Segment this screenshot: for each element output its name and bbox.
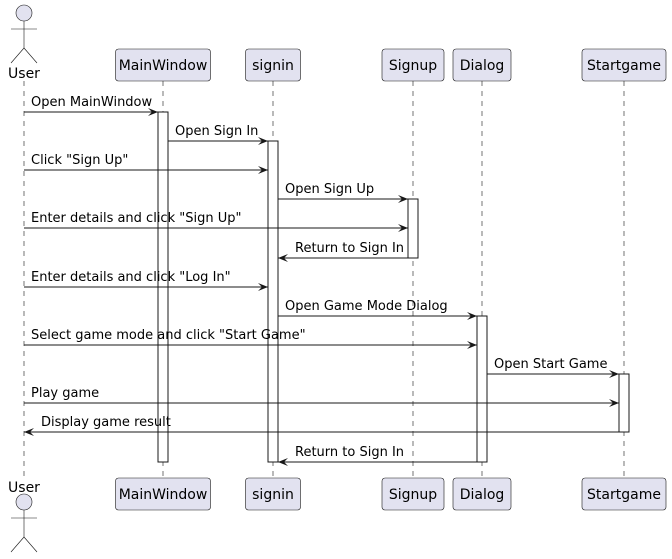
participant-label: Dialog [460,58,505,74]
activation-bar-startgame [618,373,630,433]
actor-label: User [8,480,40,496]
participant-label: Startgame [587,58,661,74]
message-label: Play game [31,386,99,401]
message-13: Return to Sign In [278,445,477,466]
message-7: Enter details and click "Log In" [24,270,268,291]
participant-dialog-bottom: Dialog [452,477,512,511]
participant-box [581,48,667,82]
participant-label: Dialog [460,487,505,503]
message-1: Open MainWindow [24,95,158,116]
message-8: Open Game Mode Dialog [278,299,477,320]
participant-label: signin [252,58,294,74]
participant-label: MainWindow [119,487,208,503]
message-6: Return to Sign In [278,241,408,262]
message-label: Open Sign Up [285,182,374,197]
activation-bar-signin [267,140,279,463]
message-arrowhead [609,399,619,407]
actor-stick-figure-icon [10,493,38,553]
message-label: Open Start Game [494,357,607,372]
actor-user-top: User [8,4,40,82]
participant-box [581,477,667,511]
participant-signup-bottom: Signup [381,477,445,511]
participant-label: Signup [389,58,437,74]
participant-box [452,48,512,82]
message-arrowhead [278,254,288,262]
message-arrowhead [24,428,34,436]
message-label: Select game mode and click "Start Game" [31,328,306,343]
message-label: Open Sign In [175,124,258,139]
participant-signup-top: Signup [381,48,445,82]
message-arrowhead [398,224,408,232]
message-label: Open MainWindow [31,95,153,110]
participant-box [245,477,301,511]
participant-box [381,477,445,511]
participant-box [115,477,211,511]
message-2: Open Sign In [168,124,268,145]
message-arrowhead [258,283,268,291]
message-label: Return to Sign In [295,241,404,256]
actor-user-bottom: User [8,480,40,553]
participant-box [115,48,211,82]
participant-box [452,477,512,511]
message-arrowhead [467,312,477,320]
message-12: Display game result [24,415,619,436]
activation-bar-signup [407,198,419,259]
actor-label: User [8,66,40,82]
message-9: Select game mode and click "Start Game" [24,328,477,349]
participant-label: Startgame [587,487,661,503]
participant-box [245,48,301,82]
message-arrowhead [278,458,288,466]
participant-mainwindow-bottom: MainWindow [115,477,211,511]
message-10: Open Start Game [487,357,619,378]
message-arrowhead [148,108,158,116]
message-label: Click "Sign Up" [31,153,128,168]
message-arrowhead [258,166,268,174]
participant-mainwindow-top: MainWindow [115,48,211,82]
message-arrowhead [258,137,268,145]
participant-signin-bottom: signin [245,477,301,511]
message-4: Open Sign Up [278,182,408,203]
message-label: Return to Sign In [295,445,404,460]
message-arrowhead [609,370,619,378]
participant-startgame-bottom: Startgame [581,477,667,511]
activation-bar-dialog [476,315,488,463]
message-3: Click "Sign Up" [24,153,268,174]
actor-stick-figure-icon [10,4,38,64]
participant-label: MainWindow [119,58,208,74]
message-label: Enter details and click "Log In" [31,270,231,285]
participant-startgame-top: Startgame [581,48,667,82]
message-5: Enter details and click "Sign Up" [24,211,408,232]
message-11: Play game [24,386,619,407]
participant-label: Signup [389,487,437,503]
message-label: Enter details and click "Sign Up" [31,211,241,226]
message-label: Open Game Mode Dialog [285,299,448,314]
participant-signin-top: signin [245,48,301,82]
participant-box [381,48,445,82]
message-arrowhead [398,195,408,203]
message-label: Display game result [41,415,171,430]
message-arrowhead [467,341,477,349]
participant-dialog-top: Dialog [452,48,512,82]
participant-label: signin [252,487,294,503]
